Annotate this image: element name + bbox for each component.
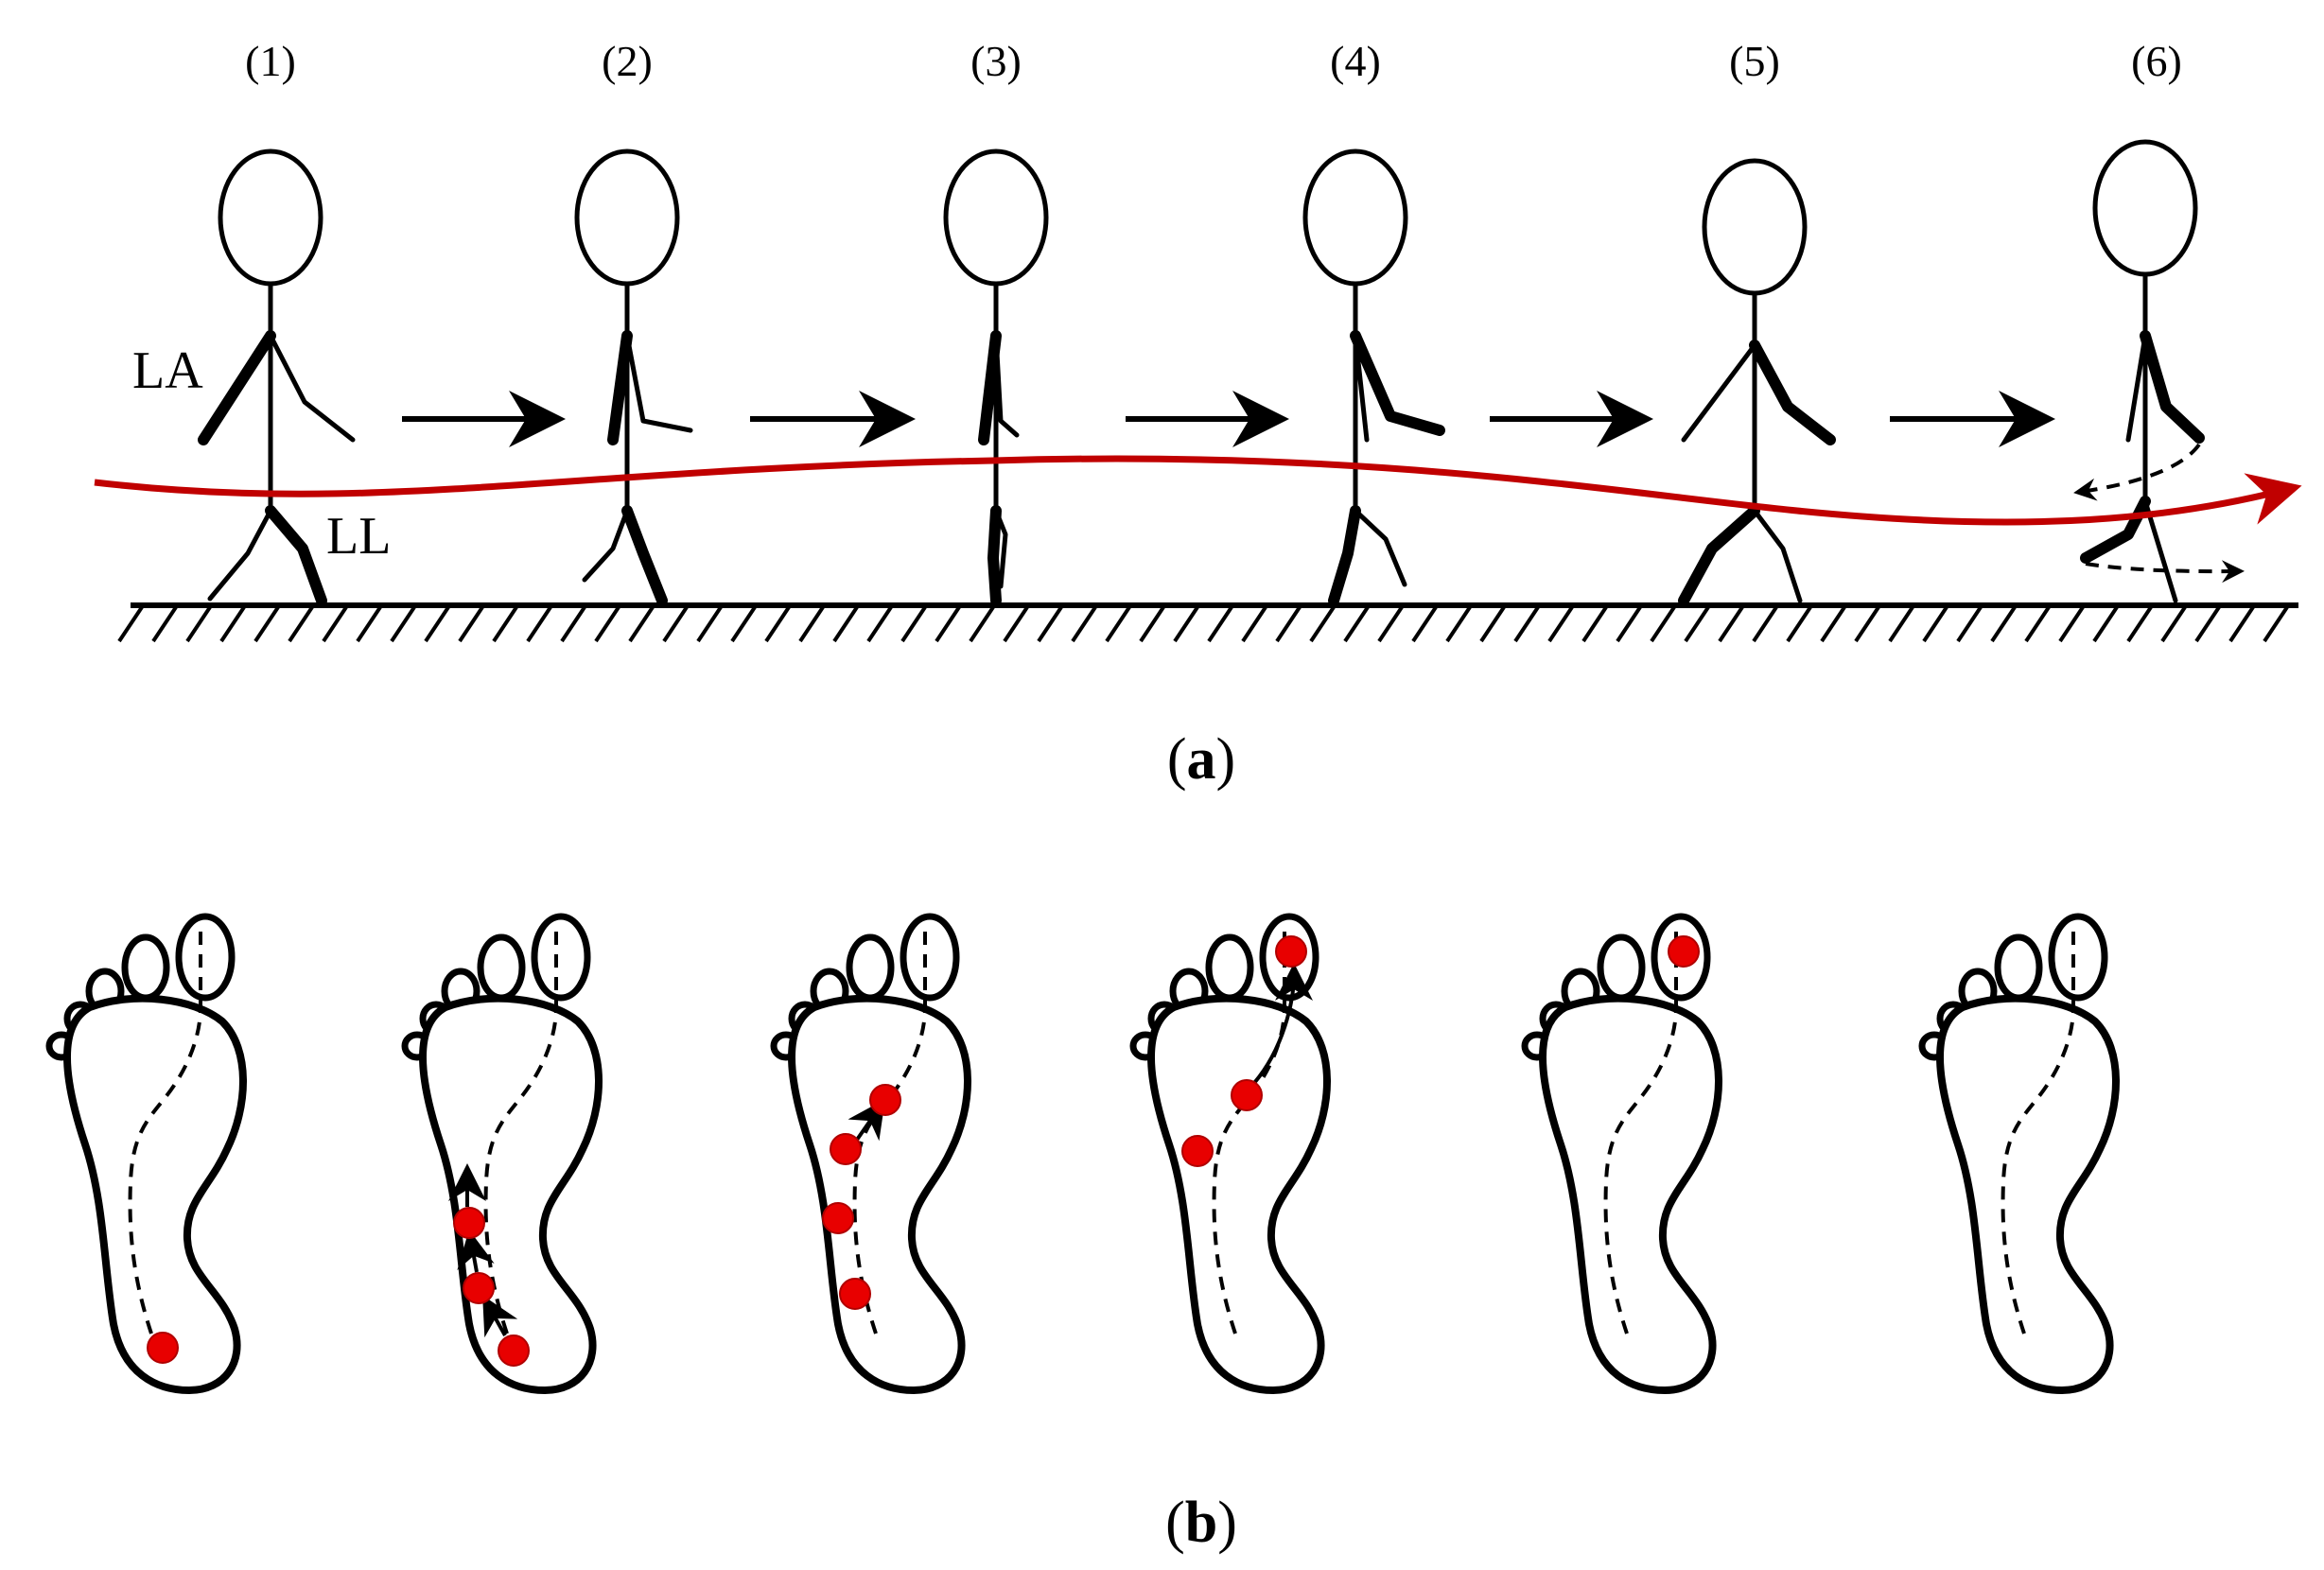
foot-pressure-3 <box>770 913 971 1394</box>
panel-a: (1) (2) (3) (4) (5) (6) <box>94 37 2302 792</box>
sole-outline <box>63 994 247 1394</box>
foot-pressure-4 <box>1129 913 1331 1394</box>
stage-label-4: (4) <box>1330 37 1381 85</box>
sole-outline <box>1539 994 1722 1394</box>
pressure-path-line <box>852 932 927 1334</box>
pressure-point <box>822 1202 854 1234</box>
pressure-point <box>1668 935 1700 968</box>
walker-figure-5 <box>1678 158 1836 606</box>
foot-pressure-6 <box>1918 913 2120 1394</box>
walker-figure-1 <box>198 148 356 606</box>
pressure-point <box>830 1133 862 1165</box>
arm-swing-arrow <box>2073 443 2201 501</box>
stage-label-2: (2) <box>602 37 653 85</box>
toe-1 <box>175 913 236 1002</box>
sole-outline <box>788 994 971 1394</box>
pressure-shift-arrow <box>847 1099 885 1142</box>
pressure-point <box>839 1278 871 1310</box>
panel-b: (b) <box>45 913 2120 1555</box>
toe-2 <box>1994 933 2043 1002</box>
toe-2 <box>1597 933 1646 1002</box>
foot-pressure-2 <box>401 913 603 1394</box>
sole-outline <box>1147 994 1331 1394</box>
left-leg-label: LL <box>326 507 391 566</box>
stage-label-3: (3) <box>970 37 1022 85</box>
center-of-mass-trajectory <box>94 455 2302 526</box>
pressure-point <box>1275 935 1307 968</box>
toe-2 <box>121 933 170 1002</box>
panel-a-label: (a) <box>1167 727 1235 792</box>
pressure-path-line <box>128 932 202 1334</box>
toe-1 <box>900 913 960 1002</box>
pressure-point <box>498 1334 530 1367</box>
pressure-shift-arrow <box>1252 963 1313 1085</box>
stage-label-6: (6) <box>2131 37 2182 85</box>
toe-2 <box>1205 933 1254 1002</box>
pressure-point <box>463 1272 495 1304</box>
walker-figure-3 <box>943 148 1049 606</box>
pressure-point <box>1231 1079 1263 1111</box>
walker-figure-2 <box>574 148 693 606</box>
pressure-point <box>147 1332 179 1364</box>
pressure-path-line <box>1603 932 1678 1334</box>
stage-label-5: (5) <box>1729 37 1780 85</box>
left-arm-label: LA <box>132 341 203 400</box>
stage-label-1: (1) <box>245 37 296 85</box>
toe-1 <box>531 913 591 1002</box>
ground-line <box>117 602 2298 643</box>
pressure-shift-arrow <box>457 1230 495 1273</box>
walker-figure-4 <box>1302 148 1445 606</box>
toe-1 <box>2048 913 2108 1002</box>
pressure-point <box>453 1207 485 1239</box>
leg-swing-arrow <box>2085 560 2245 584</box>
pressure-path-line <box>2001 932 2075 1334</box>
toe-2 <box>477 933 526 1002</box>
panel-b-label: (b) <box>1165 1491 1237 1555</box>
pressure-shift-arrow <box>482 1295 518 1338</box>
foot-pressure-5 <box>1521 913 1722 1394</box>
walker-figure-6 <box>2073 139 2245 603</box>
toe-2 <box>846 933 895 1002</box>
sole-outline <box>419 994 603 1394</box>
sole-outline <box>1936 994 2120 1394</box>
pressure-point <box>1181 1135 1214 1167</box>
foot-pressure-1 <box>45 913 247 1394</box>
pressure-point <box>869 1084 901 1116</box>
